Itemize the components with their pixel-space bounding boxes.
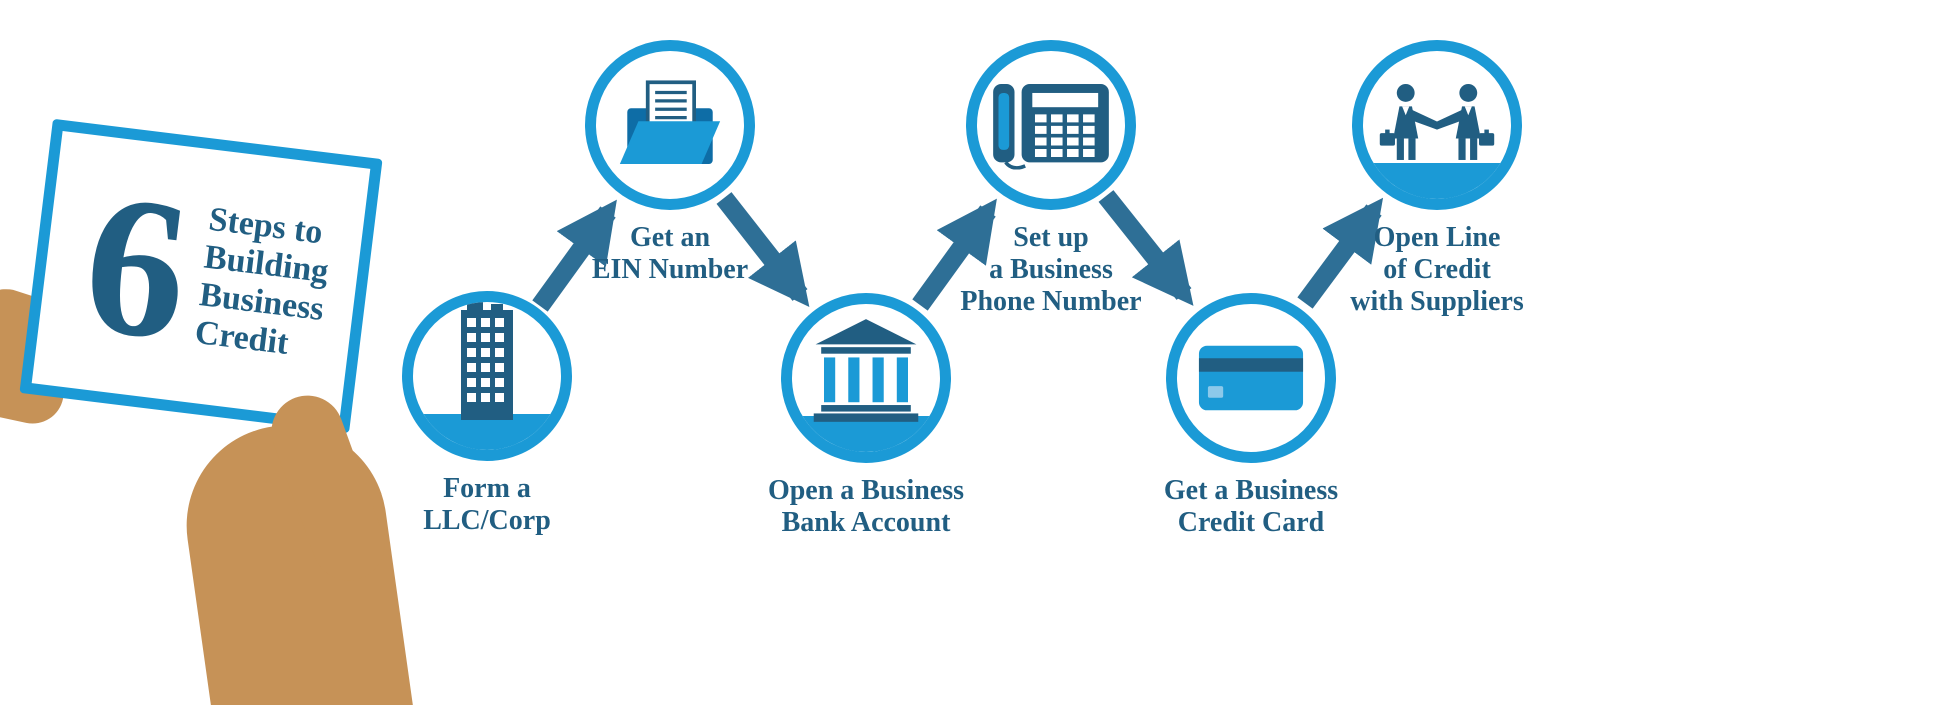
building-icon — [461, 302, 513, 420]
step-bank-account: Open a Business Bank Account — [706, 293, 1026, 539]
step-label: Get an EIN Number — [591, 222, 749, 286]
ground-shape — [413, 414, 561, 450]
step-credit-card: Get a Business Credit Card — [1091, 293, 1411, 539]
step-circle-credit-card — [1166, 293, 1336, 463]
step-label: Open a Business Bank Account — [767, 475, 965, 539]
step-label: Get a Business Credit Card — [1163, 475, 1339, 539]
step-circle-phone-number — [966, 40, 1136, 210]
step-circle-bank-account — [781, 293, 951, 463]
arrow-step5-step6 — [1297, 197, 1384, 309]
badge-title: Steps to Building Business Credit — [192, 200, 331, 363]
badge-number: 6 — [73, 151, 200, 384]
handshake-icon — [1379, 83, 1495, 160]
bank-icon — [813, 319, 919, 422]
arrow-step1-step2 — [532, 199, 617, 312]
step-phone-number: Set up a Business Phone Number — [891, 40, 1211, 319]
step-label: Form a LLC/Corp — [423, 473, 551, 537]
step-circle-ein-number — [585, 40, 755, 210]
step-ein-number: Get an EIN Number — [510, 40, 830, 286]
folder-document-icon — [619, 80, 721, 164]
step-label: Open Line of Credit with Suppliers — [1350, 222, 1524, 318]
ground-shape — [1363, 163, 1511, 199]
step-form-llc: Form a LLC/Corp — [327, 291, 647, 537]
ground-shape — [792, 416, 940, 452]
step-line-of-credit: Open Line of Credit with Suppliers — [1277, 40, 1597, 319]
step-circle-form-llc — [402, 291, 572, 461]
arrow-step3-step4 — [912, 198, 997, 311]
step-circle-line-of-credit — [1352, 40, 1522, 210]
phone-icon — [993, 84, 1109, 170]
credit-card-icon — [1198, 345, 1304, 411]
arrow-step2-step3 — [716, 192, 810, 307]
step-label: Set up a Business Phone Number — [960, 222, 1142, 318]
arrow-step4-step5 — [1098, 190, 1194, 306]
